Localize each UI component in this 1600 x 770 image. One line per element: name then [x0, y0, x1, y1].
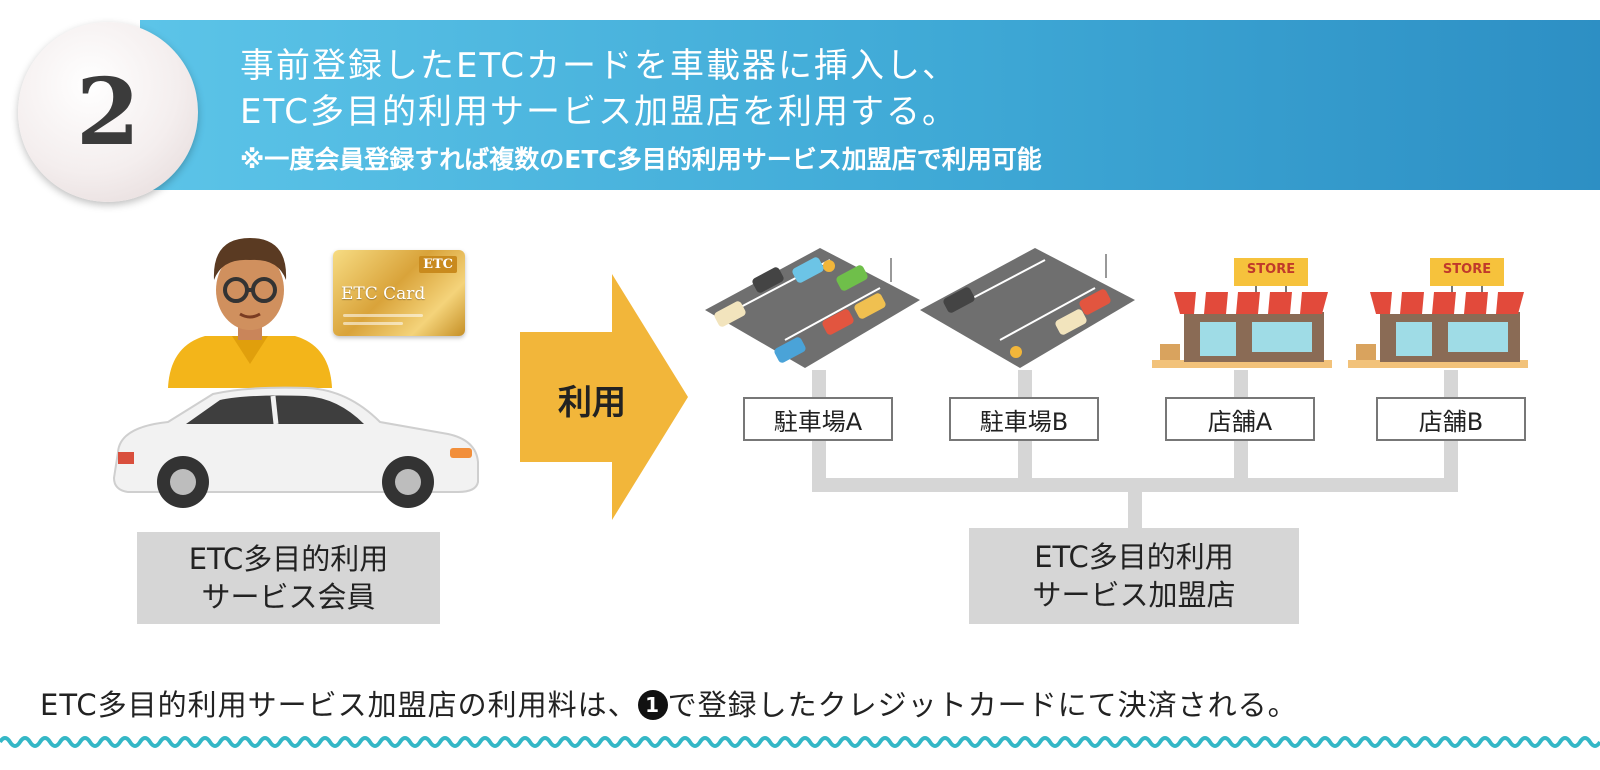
member-box: ETC多目的利用 サービス会員 [137, 532, 440, 624]
label-store-b: 店舗B [1376, 397, 1526, 441]
card-stripe [343, 322, 403, 325]
label-store-a: 店舗A [1165, 397, 1315, 441]
merchant-line-2: サービス加盟店 [1032, 578, 1236, 612]
connector-line [812, 478, 1458, 492]
footer-text-before: ETC多目的利用サービス加盟店の利用料は、 [40, 688, 638, 722]
header-line-2: ETC多目的利用サービス加盟店を利用する。 [240, 92, 958, 132]
member-line-2: サービス会員 [201, 580, 376, 614]
connector-line [812, 440, 826, 490]
store-a-icon [1152, 258, 1332, 368]
member-line-1: ETC多目的利用 [188, 542, 389, 576]
etc-card-name: ETC Card [341, 284, 426, 304]
header-line-1: 事前登録したETCカードを車載器に挿入し、 [240, 46, 958, 86]
connector-line [1018, 370, 1032, 398]
step-number-badge: 2 [18, 22, 198, 202]
connector-line [1018, 440, 1032, 490]
footer-text-after: で登録したクレジットカードにて決済される。 [667, 688, 1298, 722]
header-note: ※一度会員登録すれば複数のETC多目的利用サービス加盟店で利用可能 [240, 145, 1042, 174]
store-b-icon [1348, 258, 1528, 368]
step-1-marker: 1 [637, 690, 668, 720]
connector-line [1444, 370, 1458, 398]
parking-lot-a-icon [705, 248, 920, 368]
label-parking-a: 駐車場A [743, 397, 893, 441]
merchant-box: ETC多目的利用 サービス加盟店 [969, 528, 1299, 624]
merchant-line-1: ETC多目的利用 [1034, 540, 1234, 574]
connector-line [1128, 490, 1142, 530]
label-parking-b: 駐車場B [949, 397, 1099, 441]
step-number: 2 [75, 58, 140, 166]
card-stripe [343, 314, 423, 317]
connector-line [1234, 440, 1248, 490]
header-banner [140, 20, 1600, 190]
arrow-right-icon [520, 274, 688, 520]
store-b-sign: STORE [1442, 262, 1492, 277]
store-a-sign: STORE [1246, 262, 1296, 277]
etc-card-badge: ETC [419, 256, 457, 273]
wave-divider [0, 736, 1600, 748]
connector-line [1234, 370, 1248, 398]
connector-line [1444, 440, 1458, 490]
car-icon [112, 386, 479, 508]
connector-line [812, 370, 826, 398]
parking-lot-b-icon [920, 248, 1135, 368]
arrow-label: 利用 [558, 383, 626, 423]
etc-card-icon: ETC ETC Card [333, 250, 465, 336]
person-icon [168, 238, 332, 388]
